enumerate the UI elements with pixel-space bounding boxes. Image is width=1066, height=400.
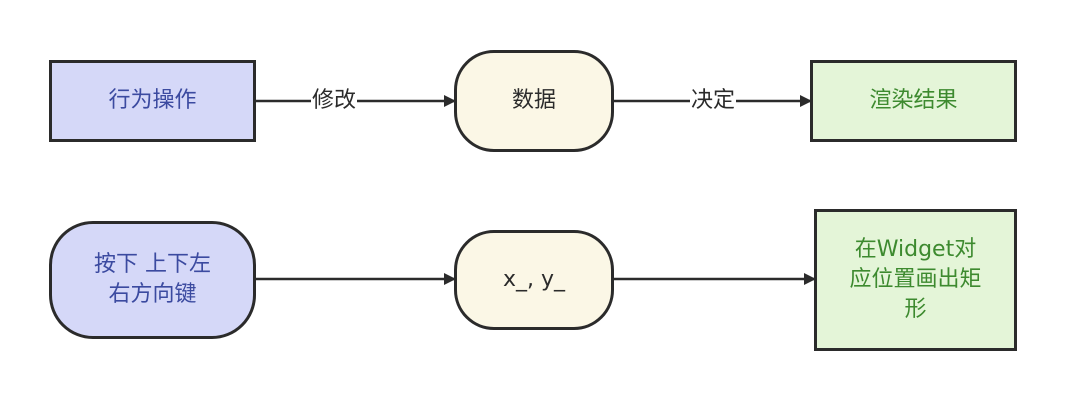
node-data: 数据 xyxy=(454,50,614,152)
node-keys: 按下 上下左 右方向键 xyxy=(49,221,256,339)
node-coords-label: x_, y_ xyxy=(502,267,566,292)
node-render-label: 渲染结果 xyxy=(869,88,958,113)
node-coords: x_, y_ xyxy=(454,230,614,330)
node-action: 行为操作 xyxy=(49,60,256,142)
node-draw: 在Widget对 应位置画出矩 形 xyxy=(814,209,1017,351)
node-render: 渲染结果 xyxy=(810,60,1017,142)
edge-label-decide: 决定 xyxy=(690,88,737,114)
node-keys-label: 按下 上下左 右方向键 xyxy=(94,252,211,307)
node-draw-label: 在Widget对 应位置画出矩 形 xyxy=(849,237,982,322)
node-data-label: 数据 xyxy=(511,88,556,113)
node-action-label: 行为操作 xyxy=(108,88,197,113)
edge-label-modify: 修改 xyxy=(311,88,358,114)
